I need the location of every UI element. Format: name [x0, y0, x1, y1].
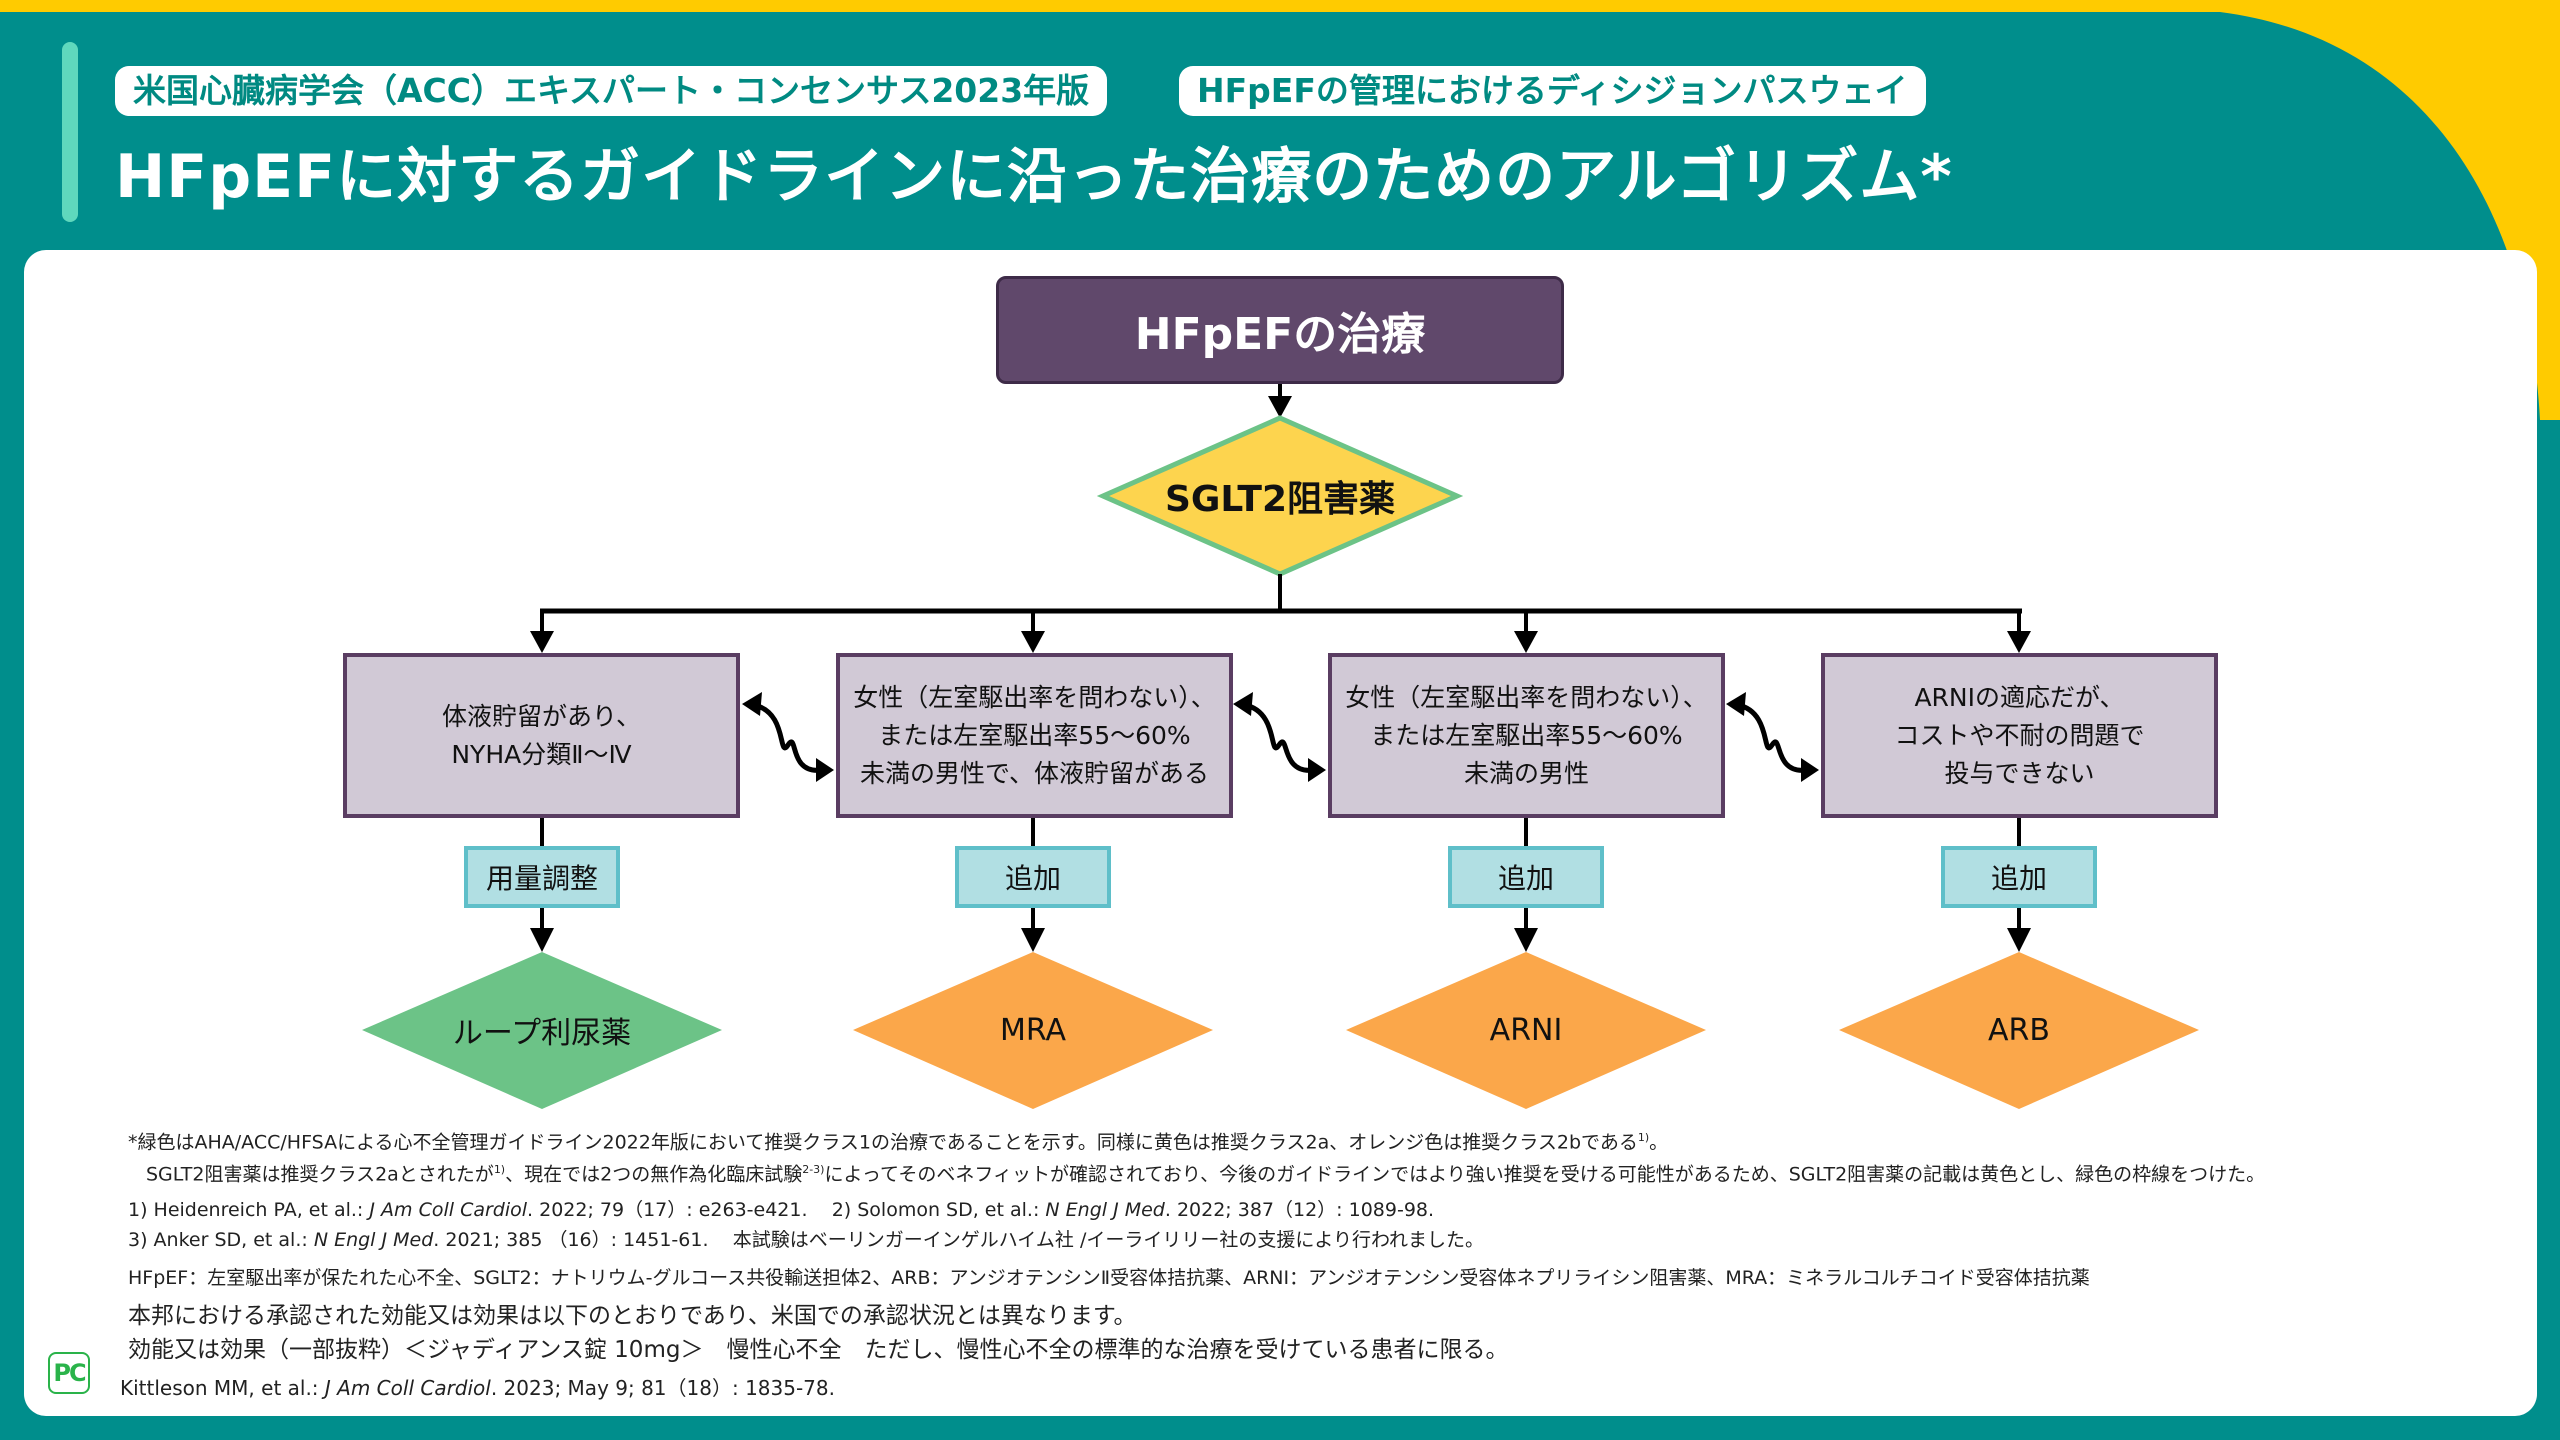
drug-diamond-3 [1346, 952, 1706, 1109]
corner-decoration [2040, 0, 2560, 420]
action-box-4: 追加 [1941, 846, 2097, 908]
start-node-hfpef-treatment: HFpEFの治療 [996, 276, 1564, 384]
condition-box-4: ARNIの適応だが、コストや不耐の問題で投与できない [1821, 653, 2218, 818]
footnotes: *緑色はAHA/ACC/HFSAによる心不全管理ガイドライン2022年版において… [128, 1124, 2528, 1367]
branch-arrow-4 [2007, 611, 2031, 653]
bidirectional-arrow-3 [1726, 692, 1819, 782]
branch-connector [540, 574, 2022, 614]
condition-text: 女性（左室駆出率を問わない）、または左室駆出率55～60% 未満の男性で、体液貯留… [853, 679, 1216, 793]
arrow-start-to-sglt2 [1268, 384, 1292, 418]
references-1-2: 1) Heidenreich PA, et al.: J Am Coll Car… [128, 1198, 1435, 1221]
top-yellow-strip [0, 0, 2560, 12]
branch-arrow-2 [1021, 611, 1045, 653]
condition-box-2: 女性（左室駆出率を問わない）、または左室駆出率55～60% 未満の男性で、体液貯留… [836, 653, 1233, 818]
topic-badge: HFpEFの管理におけるディシジョンパスウェイ [1179, 66, 1926, 116]
page-title: HFpEFに対するガイドラインに沿った治療のためのアルゴリズム* [115, 142, 1953, 212]
color-legend-note: *緑色はAHA/ACC/HFSAによる心不全管理ガイドライン2022年版において… [128, 1131, 1669, 1154]
condition-line: 投与できない [1944, 758, 2095, 788]
reference-3: 3) Anker SD, et al.: N Engl J Med. 2021;… [128, 1228, 1485, 1251]
pc-logo-icon: PC [48, 1352, 90, 1394]
condition-line: 女性（左室駆出率を問わない）、 [853, 682, 1216, 712]
drug-diamond-2 [853, 952, 1213, 1109]
drug-label-4: ARB [1988, 1012, 2050, 1048]
drug-label-1: ループ利尿薬 [452, 1016, 632, 1051]
condition-line: NYHA分類Ⅱ～Ⅳ [451, 739, 632, 769]
condition-line: コストや不耐の問題で [1894, 720, 2145, 750]
action-box-3: 追加 [1448, 846, 1604, 908]
condition-line: または左室駆出率55～60% [1370, 720, 1683, 750]
approval-note: 本邦における承認された効能又は効果は以下のとおりであり、米国での承認状況とは異な… [128, 1302, 1137, 1329]
condition-line: 未満の男性で、体液貯留がある [859, 758, 1209, 788]
condition-line: ARNIの適応だが、 [1914, 682, 2125, 712]
abbreviations: HFpEF：左室駆出率が保たれた心不全、SGLT2：ナトリウム-グルコース共役輸… [128, 1266, 2090, 1289]
lower-arrow-2 [1021, 818, 1045, 952]
indication-note: 効能又は効果（一部抜粋）＜ジャディアンス錠 10mg＞ 慢性心不全 ただし、慢性… [128, 1336, 1509, 1363]
source-citation: Kittleson MM, et al.: J Am Coll Cardiol.… [120, 1376, 835, 1400]
condition-line: 体液貯留があり、 [441, 701, 641, 731]
branch-arrow-3 [1514, 611, 1538, 653]
action-box-1: 用量調整 [464, 846, 620, 908]
branch-arrow-1 [530, 611, 554, 653]
sglt2-note: SGLT2阻害薬は推奨クラス2aとされたが1)、現在では2つの無作為化臨床試験2… [146, 1163, 2266, 1186]
lower-arrow-3 [1514, 818, 1538, 952]
drug-label-3: ARNI [1489, 1012, 1563, 1048]
source-badge: 米国心臓病学会（ACC）エキスパート・コンセンサス2023年版 [115, 66, 1108, 116]
drug-label-2: MRA [999, 1012, 1067, 1048]
lower-arrow-4 [2007, 818, 2031, 952]
condition-line: 未満の男性 [1463, 758, 1589, 788]
action-box-2: 追加 [955, 846, 1111, 908]
condition-box-1: 体液貯留があり、 NYHA分類Ⅱ～Ⅳ [343, 653, 740, 818]
lower-arrow-1 [530, 818, 554, 952]
condition-line: または左室駆出率55～60% [878, 720, 1191, 750]
bidirectional-arrow-1 [742, 692, 834, 782]
drug-diamond-1 [362, 952, 722, 1109]
condition-box-3: 女性（左室駆出率を問わない）、または左室駆出率55～60% 未満の男性 [1328, 653, 1725, 818]
sglt2-label: SGLT2阻害薬 [1164, 479, 1396, 520]
condition-line: 女性（左室駆出率を問わない）、 [1345, 682, 1708, 712]
condition-text: 女性（左室駆出率を問わない）、または左室駆出率55～60% 未満の男性 [1345, 679, 1708, 793]
bidirectional-arrow-2 [1233, 692, 1326, 782]
drug-diamond-4 [1839, 952, 2199, 1109]
title-accent-bar [62, 42, 78, 222]
condition-text: 体液貯留があり、 NYHA分類Ⅱ～Ⅳ [442, 698, 641, 774]
condition-text: ARNIの適応だが、コストや不耐の問題で投与できない [1894, 679, 2144, 793]
